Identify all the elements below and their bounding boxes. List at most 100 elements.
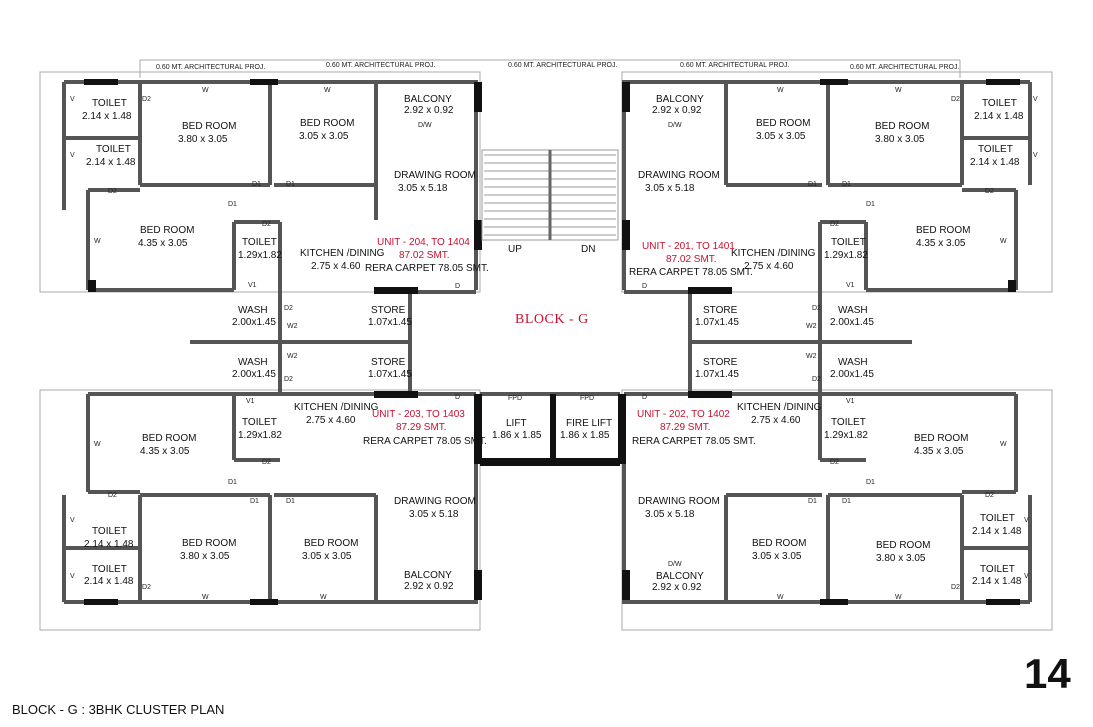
door-mark: D2 bbox=[985, 492, 994, 499]
proj-label-3: 0.60 MT. ARCHITECTURAL PROJ. bbox=[508, 62, 617, 69]
bedroom-label: BED ROOM bbox=[140, 225, 194, 236]
toilet-label: TOILET bbox=[242, 417, 277, 428]
toilet-label: TOILET bbox=[978, 144, 1013, 155]
vent-mark: V bbox=[70, 573, 75, 580]
bedroom-label: BED ROOM bbox=[756, 118, 810, 129]
door-mark: D bbox=[642, 394, 647, 401]
toilet-size: 1.29x1.82 bbox=[824, 250, 868, 261]
toilet-label: TOILET bbox=[242, 237, 277, 248]
unit-number: UNIT - 203, TO 1403 bbox=[372, 409, 465, 420]
dw-mark: D/W bbox=[668, 122, 682, 129]
balcony-label: BALCONY bbox=[404, 94, 452, 105]
door-mark: D bbox=[642, 283, 647, 290]
bedroom-size: 3.05 x 3.05 bbox=[756, 131, 806, 142]
window-mark: W bbox=[895, 594, 902, 601]
window-mark: W2 bbox=[287, 353, 298, 360]
bedroom-label: BED ROOM bbox=[300, 118, 354, 129]
wash-size: 2.00x1.45 bbox=[232, 317, 276, 328]
bedroom-size: 3.80 x 3.05 bbox=[875, 134, 925, 145]
balcony-size: 2.92 x 0.92 bbox=[652, 582, 702, 593]
window-mark: W2 bbox=[287, 323, 298, 330]
vent-mark: V bbox=[1024, 517, 1029, 524]
unit-carpet: RERA CARPET 78.05 SMT. bbox=[632, 436, 756, 447]
door-mark: D1 bbox=[842, 498, 851, 505]
projection-labels: 0.60 MT. ARCHITECTURAL PROJ. 0.60 MT. AR… bbox=[156, 62, 959, 71]
stair-up-label: UP bbox=[508, 244, 522, 255]
unit-top-left: TOILET 2.14 x 1.48 TOILET 2.14 x 1.48 BE… bbox=[70, 87, 489, 330]
toilet-size: 2.14 x 1.48 bbox=[972, 526, 1022, 537]
toilet-size: 2.14 x 1.48 bbox=[84, 539, 134, 550]
lift-name: LIFT bbox=[506, 418, 527, 429]
door-mark: D1 bbox=[286, 498, 295, 505]
toilet-size: 1.29x1.82 bbox=[238, 430, 282, 441]
window-mark: W bbox=[320, 594, 327, 601]
staircase bbox=[481, 149, 619, 241]
toilet-label: TOILET bbox=[92, 564, 127, 575]
bedroom-size: 4.35 x 3.05 bbox=[140, 446, 190, 457]
kitchen-size: 2.75 x 4.60 bbox=[311, 261, 361, 272]
bedroom-label: BED ROOM bbox=[916, 225, 970, 236]
bedroom-label: BED ROOM bbox=[752, 538, 806, 549]
store-size: 1.07x1.45 bbox=[695, 369, 739, 380]
toilet-label: TOILET bbox=[96, 144, 131, 155]
bedroom-label: BED ROOM bbox=[182, 538, 236, 549]
bedroom-size: 4.35 x 3.05 bbox=[916, 238, 966, 249]
door-mark: D2 bbox=[951, 584, 960, 591]
wash-label: WASH bbox=[838, 305, 868, 316]
door-mark: D1 bbox=[808, 498, 817, 505]
door-mark: D2 bbox=[108, 492, 117, 499]
toilet-label: TOILET bbox=[980, 513, 1015, 524]
unit-bottom-left: WASH 2.00x1.45 STORE 1.07x1.45 KITCHEN /… bbox=[70, 353, 487, 601]
store-label: STORE bbox=[703, 357, 738, 368]
proj-label-1: 0.60 MT. ARCHITECTURAL PROJ. bbox=[156, 64, 265, 71]
bedroom-label: BED ROOM bbox=[876, 540, 930, 551]
window-mark: W bbox=[324, 87, 331, 94]
drawing-size: 3.05 x 5.18 bbox=[398, 183, 448, 194]
wash-size: 2.00x1.45 bbox=[232, 369, 276, 380]
door-mark: D2 bbox=[262, 459, 271, 466]
window-mark: W bbox=[94, 238, 101, 245]
vent-mark: V bbox=[70, 152, 75, 159]
walls bbox=[62, 80, 1032, 604]
kitchen-size: 2.75 x 4.60 bbox=[306, 415, 356, 426]
drawing-label: DRAWING ROOM bbox=[638, 170, 720, 181]
bedroom-size: 3.05 x 3.05 bbox=[299, 131, 349, 142]
drawing-label: DRAWING ROOM bbox=[394, 496, 476, 507]
bedroom-size: 3.80 x 3.05 bbox=[180, 551, 230, 562]
vent-mark: V bbox=[1033, 152, 1038, 159]
balcony-label: BALCONY bbox=[656, 571, 704, 582]
door-mark: D2 bbox=[108, 188, 117, 195]
dw-mark: D/W bbox=[418, 122, 432, 129]
store-size: 1.07x1.45 bbox=[368, 369, 412, 380]
door-mark: D1 bbox=[250, 498, 259, 505]
unit-carpet: RERA CARPET 78.05 SMT. bbox=[365, 263, 489, 274]
toilet-label: TOILET bbox=[982, 98, 1017, 109]
kitchen-label: KITCHEN /DINING bbox=[731, 248, 816, 259]
dw-mark: D/W bbox=[668, 561, 682, 568]
toilet-label: TOILET bbox=[92, 98, 127, 109]
window-mark: W bbox=[202, 87, 209, 94]
kitchen-label: KITCHEN /DINING bbox=[300, 248, 385, 259]
bedroom-size: 3.05 x 3.05 bbox=[302, 551, 352, 562]
door-mark: D1 bbox=[842, 181, 851, 188]
bedroom-label: BED ROOM bbox=[875, 121, 929, 132]
wash-label: WASH bbox=[238, 357, 268, 368]
page-number: 14 bbox=[1024, 650, 1071, 697]
door-mark: D1 bbox=[866, 479, 875, 486]
door-mark: D2 bbox=[284, 305, 293, 312]
toilet-size: 2.14 x 1.48 bbox=[972, 576, 1022, 587]
bedroom-label: BED ROOM bbox=[182, 121, 236, 132]
door-mark: D2 bbox=[951, 96, 960, 103]
stair-dn-label: DN bbox=[581, 244, 595, 255]
vent-mark: V bbox=[1033, 96, 1038, 103]
unit-carpet: RERA CARPET 78.05 SMT. bbox=[629, 267, 753, 278]
store-size: 1.07x1.45 bbox=[368, 317, 412, 328]
bedroom-size: 3.05 x 3.05 bbox=[752, 551, 802, 562]
lift-size: 1.86 x 1.85 bbox=[492, 430, 542, 441]
door-mark: D1 bbox=[228, 201, 237, 208]
vent-mark: V1 bbox=[246, 398, 255, 405]
vent-mark: V bbox=[70, 96, 75, 103]
kitchen-label: KITCHEN /DINING bbox=[294, 402, 379, 413]
window-mark: W bbox=[1000, 441, 1007, 448]
